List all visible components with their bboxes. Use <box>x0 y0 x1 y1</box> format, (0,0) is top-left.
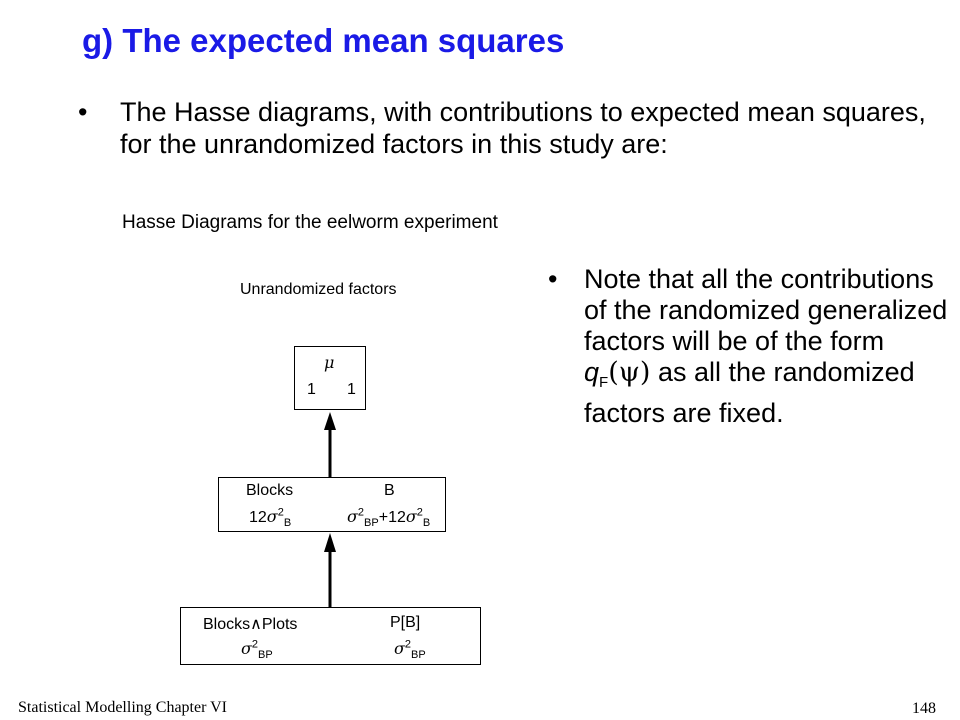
plus-coef: +12 <box>378 509 406 526</box>
plots-right-emc: σ2BP <box>394 638 426 662</box>
bullet-dot: • <box>548 264 558 294</box>
note-before: Note that all the contributions of the r… <box>584 264 948 356</box>
mu-right-value: 1 <box>347 381 356 398</box>
slide-title: g) The expected mean squares <box>82 22 565 59</box>
arrowhead-mu <box>324 412 336 430</box>
sigma-subscript-bp: BP <box>258 649 273 662</box>
hasse-node-blocks-plots: Blocks∧Plots P[B] σ2BP σ2BP <box>180 607 481 665</box>
footer-page-number: 148 <box>912 700 936 717</box>
note-after: as all the randomized factors are fixed. <box>584 357 915 428</box>
diagram-title: Hasse Diagrams for the eelworm experimen… <box>122 212 498 233</box>
sigma-superscript: 2 <box>251 638 259 651</box>
sigma-superscript: 2 <box>416 506 423 519</box>
sigma-subscript-b: B <box>422 517 431 530</box>
mu-symbol: μ <box>324 353 335 372</box>
blocks-name: Blocks <box>246 482 294 499</box>
sigma-symbol: σ <box>347 507 358 526</box>
sigma-symbol: σ <box>266 507 278 526</box>
blocks-label: B <box>384 482 395 499</box>
blocks-right-emc: σ2BP+12σ2B <box>347 506 431 530</box>
plots-label: P[B] <box>390 614 421 631</box>
sigma-superscript: 2 <box>277 506 284 519</box>
sigma-subscript-b: B <box>283 517 292 530</box>
mu-left-value: 1 <box>307 381 316 398</box>
hasse-node-blocks: Blocks B 12σ2B σ2BP+12σ2B <box>218 477 446 532</box>
sigma-symbol: σ <box>394 639 405 658</box>
plots-left-emc: σ2BP <box>241 638 273 662</box>
sigma-superscript: 2 <box>404 638 412 651</box>
sigma-subscript-bp: BP <box>364 517 379 530</box>
sigma-symbol: σ <box>405 507 417 526</box>
note-subscript-f: F <box>599 374 609 391</box>
sigma-symbol: σ <box>241 639 252 658</box>
sigma-subscript-bp: BP <box>411 649 426 662</box>
note-psi: (ψ) <box>608 357 651 388</box>
footer-course-label: Statistical Modelling Chapter VI <box>18 699 228 716</box>
hasse-node-mu: μ 1 1 <box>294 346 366 410</box>
blocks-left-coef: 12 <box>249 509 267 526</box>
blocks-left-emc: 12σ2B <box>249 506 292 530</box>
plots-name: Blocks∧Plots <box>203 616 298 633</box>
diagram-subtitle: Unrandomized factors <box>240 281 397 298</box>
arrowhead-blocks <box>324 533 336 552</box>
bullet-text: The Hasse diagrams, with contributions t… <box>120 97 926 159</box>
bullet-text: Note that all the contributions of the r… <box>584 264 956 429</box>
bullet-dot: • <box>78 97 88 127</box>
note-q: q <box>584 357 600 387</box>
sigma-superscript: 2 <box>357 506 365 519</box>
